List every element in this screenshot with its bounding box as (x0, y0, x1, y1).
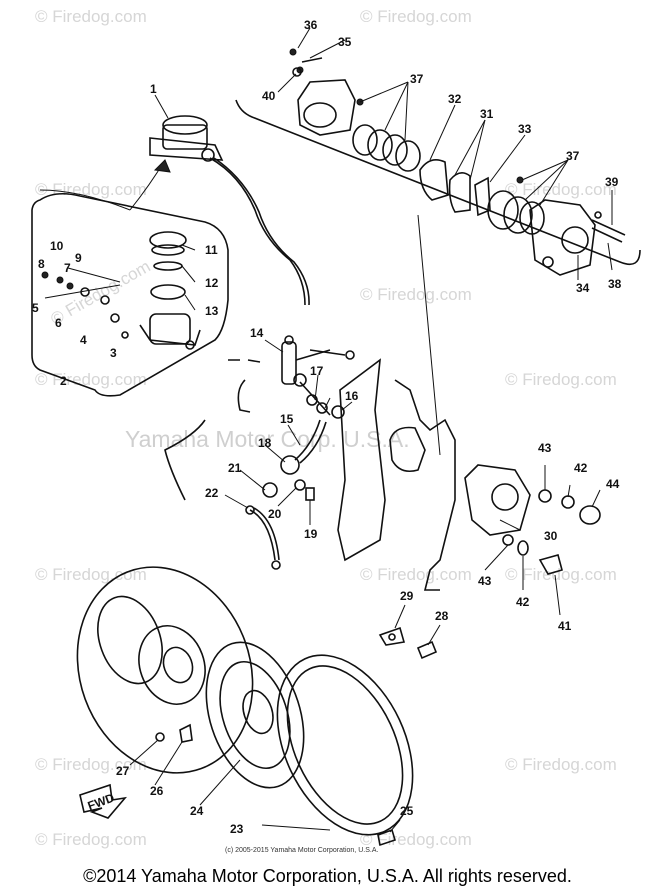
part-number: 43 (478, 574, 492, 588)
part-number: 24 (190, 804, 204, 818)
part-number: 19 (304, 527, 318, 541)
part-number-labels: 1 2 3 4 5 6 7 8 9 10 11 12 13 14 15 16 1… (32, 18, 622, 836)
part-number: 32 (448, 92, 462, 106)
part-number: 21 (228, 461, 242, 475)
watermark: © Firedog.com (35, 565, 147, 584)
caliper-exploded-assembly (289, 48, 626, 276)
part-number: 34 (576, 281, 590, 295)
copyright-notice: ©2014 Yamaha Motor Corporation, U.S.A. A… (83, 866, 572, 886)
part-number: 42 (574, 461, 588, 475)
part-number: 37 (566, 149, 580, 163)
part-number: 39 (605, 175, 619, 189)
part-number: 10 (50, 239, 64, 253)
watermark: © Firedog.com (505, 370, 617, 389)
watermark: © Firedog.com (360, 285, 472, 304)
part-number: 31 (480, 107, 494, 121)
part-number: 38 (608, 277, 622, 291)
watermark: © Firedog.com (360, 7, 472, 26)
callout-arrow-line (39, 189, 131, 211)
watermark: © Firedog.com (35, 180, 147, 199)
part-number: 30 (544, 529, 558, 543)
part-number: 25 (400, 804, 414, 818)
part-number: 11 (205, 243, 218, 257)
part-number: 4 (80, 333, 87, 347)
part-number: 5 (32, 301, 39, 315)
fork-leg-assembly (337, 358, 601, 591)
center-watermark: Yamaha Motor Corp. U.S.A. (125, 426, 410, 452)
fine-print: (c) 2005-2015 Yamaha Motor Corporation, … (225, 847, 378, 854)
watermark: © Firedog.com (505, 565, 617, 584)
brake-union-assembly (164, 335, 355, 570)
watermark: © Firedog.com (35, 755, 147, 774)
part-number: 13 (205, 304, 219, 318)
caliper-group-outline (235, 99, 641, 266)
watermark: © Firedog.com (505, 180, 617, 199)
part-number: 43 (538, 441, 552, 455)
part-number: 33 (518, 122, 532, 136)
part-number: 17 (310, 364, 324, 378)
watermark: © Firedog.com (505, 755, 617, 774)
master-cylinder-outline (31, 192, 229, 397)
part-number: 40 (262, 89, 276, 103)
part-number: 3 (110, 346, 117, 360)
part-number: 35 (338, 35, 352, 49)
part-number: 12 (205, 276, 219, 290)
part-number: 20 (268, 507, 282, 521)
part-number: 22 (205, 486, 219, 500)
part-number: 42 (516, 595, 530, 609)
watermark: © Firedog.com (360, 830, 472, 849)
part-number: 28 (435, 609, 449, 623)
watermark: © Firedog.com (35, 7, 147, 26)
arrow-head (153, 159, 171, 173)
part-number: 44 (606, 477, 620, 491)
caliper-leader-line (417, 214, 441, 456)
part-number: 41 (558, 619, 572, 633)
watermark: © Firedog.com (360, 565, 472, 584)
part-number: 36 (304, 18, 318, 32)
leader-lines (129, 27, 613, 833)
part-number: 8 (38, 257, 45, 271)
part-number: 18 (258, 436, 272, 450)
master-cylinder-assembly (149, 115, 310, 306)
watermark: © Firedog.com (35, 370, 147, 389)
part-number: 1 (150, 82, 157, 96)
fwd-label: FWD (86, 790, 117, 813)
part-number: 15 (280, 412, 294, 426)
part-number: 26 (150, 784, 164, 798)
part-number: 9 (75, 251, 82, 265)
part-number: 29 (400, 589, 414, 603)
part-number: 2 (60, 374, 67, 388)
part-number: 37 (410, 72, 424, 86)
part-number: 7 (64, 261, 71, 275)
part-number: 14 (250, 326, 264, 340)
master-cylinder-detail (41, 231, 201, 350)
part-number: 6 (55, 316, 62, 330)
watermark: © Firedog.com (35, 830, 147, 849)
part-number: 23 (230, 822, 244, 836)
part-number: 16 (345, 389, 359, 403)
brake-disc-assembly: FWD (76, 566, 438, 847)
part-number: 27 (116, 764, 130, 778)
